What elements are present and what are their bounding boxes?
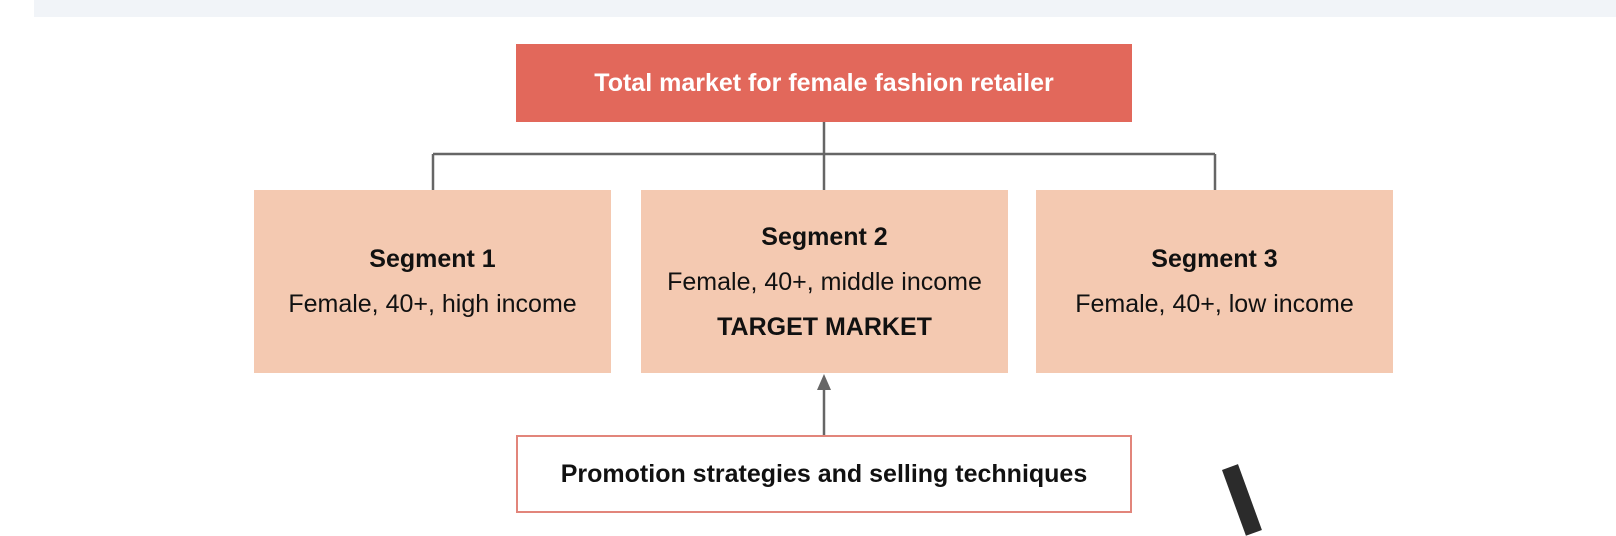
promotion-box: Promotion strategies and selling techniq… <box>516 435 1132 513</box>
segment-2-box: Segment 2 Female, 40+, middle income TAR… <box>641 190 1008 373</box>
segment-1-box: Segment 1 Female, 40+, high income <box>254 190 611 373</box>
segment-2-description: Female, 40+, middle income <box>667 267 982 296</box>
segment-2-title: Segment 2 <box>761 222 888 251</box>
segment-3-title: Segment 3 <box>1151 245 1278 273</box>
segment-1-title: Segment 1 <box>369 245 496 273</box>
promotion-label: Promotion strategies and selling techniq… <box>560 459 1088 488</box>
segment-3-description: Female, 40+, low income <box>1075 290 1354 318</box>
top-band <box>34 0 1616 17</box>
total-market-label: Total market for female fashion retailer <box>594 68 1054 97</box>
segment-1-description: Female, 40+, high income <box>288 290 577 318</box>
total-market-box: Total market for female fashion retailer <box>516 44 1132 122</box>
segment-3-box: Segment 3 Female, 40+, low income <box>1036 190 1393 373</box>
target-market-tag: TARGET MARKET <box>717 312 932 341</box>
tree-connector <box>431 122 1217 435</box>
promotion-arrow-head <box>817 374 831 390</box>
